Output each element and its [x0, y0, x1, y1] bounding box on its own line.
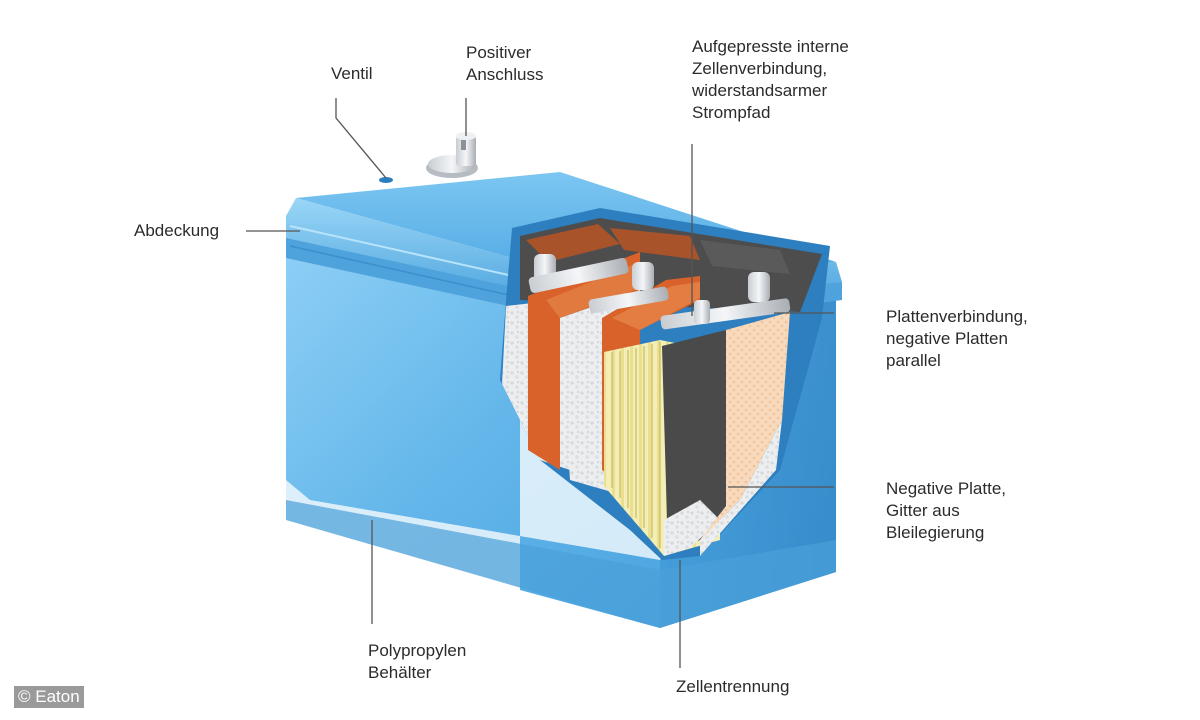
- label-line: Anschluss: [466, 65, 544, 84]
- label-line: Aufgepresste interne: [692, 37, 849, 56]
- label-line: parallel: [886, 351, 941, 370]
- negative-plate: [662, 330, 726, 554]
- separator-right: [700, 312, 790, 540]
- label-ventil-line: Ventil: [331, 64, 373, 83]
- label-line: Zellentrennung: [676, 677, 790, 696]
- label-plattenverbindung: Plattenverbindung, negative Platten para…: [886, 306, 1028, 372]
- label-line: Positiver: [466, 43, 532, 62]
- label-line: Zellenverbindung,: [692, 59, 828, 78]
- leader-lines: [246, 98, 834, 668]
- label-negative-platte: Negative Platte, Gitter aus Bleilegierun…: [886, 478, 1006, 544]
- valve: [379, 177, 393, 183]
- label-ventil: Ventil: [331, 63, 373, 85]
- leader-ventil: [335, 98, 387, 179]
- label-line: Abdeckung: [134, 221, 220, 240]
- label-line: Plattenverbindung,: [886, 307, 1028, 326]
- label-line: Negative Platte,: [886, 479, 1007, 498]
- positive-terminal: [426, 132, 478, 178]
- label-line: Bleilegierung: [886, 523, 985, 542]
- label-positiver-anschluss: Positiver Anschluss: [466, 42, 543, 86]
- image-credit: © Eaton: [14, 686, 84, 708]
- label-line: Strompfad: [692, 103, 771, 122]
- label-zellenverbindung: Aufgepresste interne Zellenverbindung, w…: [692, 36, 849, 124]
- label-line: negative Platten: [886, 329, 1008, 348]
- plate-straps: [528, 254, 791, 330]
- label-behaelter: Polypropylen Behälter: [368, 640, 466, 684]
- label-line: widerstandsarmer: [692, 81, 828, 100]
- label-line: Gitter aus: [886, 501, 960, 520]
- label-abdeckung: Abdeckung: [134, 220, 219, 242]
- label-line: Behälter: [368, 663, 432, 682]
- label-zellentrennung: Zellentrennung: [676, 676, 789, 698]
- label-line: Polypropylen: [368, 641, 467, 660]
- cutaway-interior: [500, 208, 830, 560]
